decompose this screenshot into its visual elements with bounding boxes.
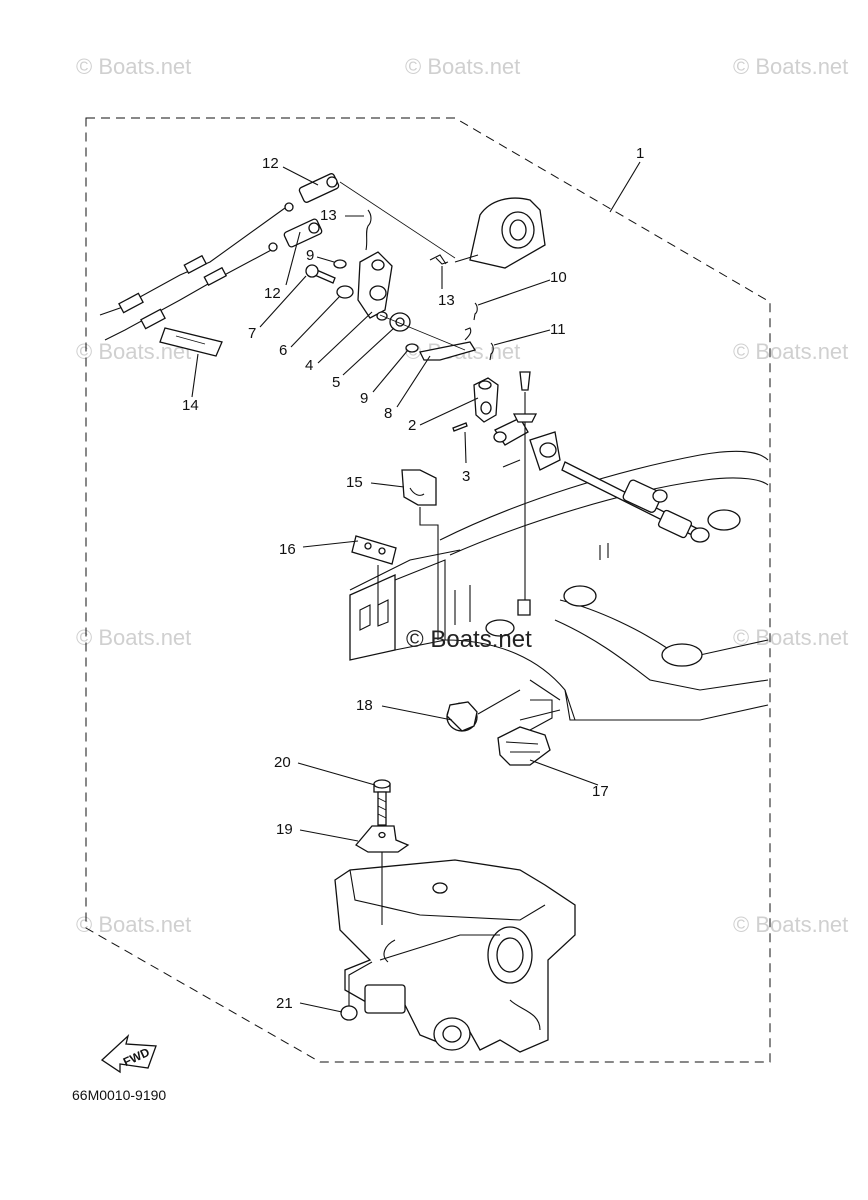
callout-5: 5	[332, 374, 340, 391]
part-16	[351, 535, 397, 625]
callout-17: 17	[592, 783, 609, 800]
watermark-11: © Boats.net	[733, 912, 848, 937]
watermark-8: © Boats.net	[733, 625, 848, 650]
watermarks: © Boats.net © Boats.net © Boats.net © Bo…	[76, 54, 848, 937]
callout-4: 4	[305, 357, 313, 374]
callout-9a: 9	[306, 247, 314, 264]
bottom-cowling-frame	[349, 450, 769, 721]
part-21	[340, 961, 373, 1021]
part-17	[497, 699, 553, 766]
cables	[99, 173, 456, 341]
callout-10: 10	[550, 269, 567, 286]
callout-13a: 13	[320, 207, 337, 224]
assembly-boundary	[85, 117, 771, 1063]
shift-rod-linkage	[493, 417, 710, 543]
callout-2: 2	[408, 417, 416, 434]
callout-12a: 12	[262, 155, 279, 172]
callout-11: 11	[550, 321, 566, 338]
callout-21: 21	[276, 995, 293, 1012]
diagram-code: 66M0010-9190	[72, 1087, 166, 1103]
part-20	[373, 779, 391, 826]
watermark-6: © Boats.net	[733, 339, 848, 364]
part-15	[401, 469, 439, 640]
part-19	[355, 825, 410, 925]
watermark-3: © Boats.net	[733, 54, 848, 79]
callout-1: 1	[636, 145, 644, 162]
callout-7: 7	[248, 325, 256, 342]
callout-15: 15	[346, 474, 363, 491]
part-18	[446, 689, 521, 732]
throttle-cam	[429, 197, 546, 269]
watermark-1: © Boats.net	[76, 54, 191, 79]
callout-18: 18	[356, 697, 373, 714]
leader-lines	[191, 161, 641, 1013]
callout-9b: 9	[360, 390, 368, 407]
watermark-9: © Boats.net	[76, 912, 191, 937]
decal-14	[159, 327, 223, 357]
callout-6: 6	[279, 342, 287, 359]
lower-bracket-assembly	[334, 859, 576, 1053]
center-watermark: © Boats.net	[406, 626, 532, 653]
lever-parts	[305, 209, 538, 616]
watermark-2: © Boats.net	[405, 54, 520, 79]
callout-12b: 12	[264, 285, 281, 302]
callout-14: 14	[182, 397, 199, 414]
callout-19: 19	[276, 821, 293, 838]
callout-20: 20	[274, 754, 291, 771]
callout-3: 3	[462, 468, 470, 485]
callout-numbers: 1 2 3 4 5 6 7 8 9 9 10 11 12 12 13 13 14…	[182, 145, 644, 1012]
callout-13b: 13	[438, 292, 455, 309]
callout-16: 16	[279, 541, 296, 558]
fwd-arrow-icon: FWD	[100, 1034, 157, 1074]
callout-8: 8	[384, 405, 392, 422]
watermark-7: © Boats.net	[76, 625, 191, 650]
